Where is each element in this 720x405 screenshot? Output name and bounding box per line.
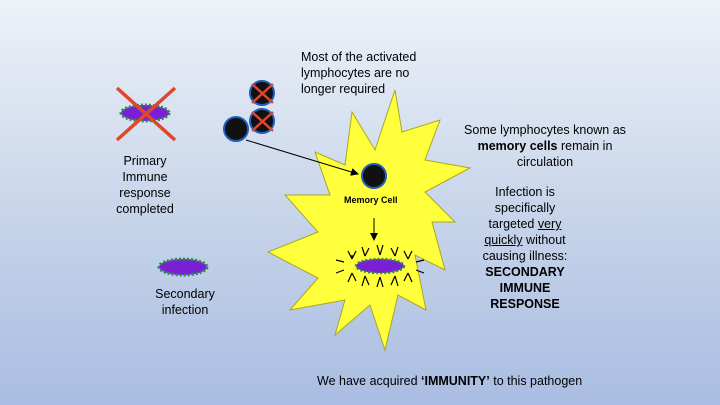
- infection-line: Infection is: [495, 185, 555, 199]
- secondary-response-heading: SECONDARY IMMUNE RESPONSE: [460, 264, 590, 312]
- primary-line: completed: [116, 202, 174, 216]
- antibody-cluster-icon: [335, 244, 425, 288]
- infection-line: targeted very: [460, 216, 590, 232]
- infection-line: causing illness:: [482, 249, 568, 263]
- quickly-underlined: quickly: [484, 233, 523, 247]
- lymphocyte-icon: [223, 116, 249, 142]
- memory-line-rest: remain in: [557, 139, 613, 153]
- immunity-bold: ‘IMMUNITY’: [421, 374, 490, 388]
- arrow-to-memory-cell: [245, 139, 359, 176]
- top-note-line: lymphocytes are no: [301, 66, 410, 80]
- infection-text: without: [522, 233, 566, 247]
- secondary-infection-label: Secondary infection: [145, 286, 225, 318]
- lymphocyte-crossed-icon: [249, 108, 275, 134]
- lymphocyte-crossed-icon: [249, 80, 275, 106]
- heading-line: SECONDARY: [485, 265, 565, 279]
- cross-mark-icon: [115, 86, 177, 142]
- memory-line: memory cells remain in: [445, 138, 645, 154]
- very-underlined: very: [537, 217, 562, 231]
- infection-note: Infection is specifically targeted very …: [460, 184, 590, 312]
- immunity-statement: We have acquired ‘IMMUNITY’ to this path…: [317, 373, 582, 389]
- explosion-burst-shape: [266, 89, 472, 352]
- immunity-post: to this pathogen: [489, 374, 583, 388]
- heading-line: RESPONSE: [490, 297, 560, 311]
- primary-line: Immune: [122, 170, 168, 184]
- memory-cells-bold: memory cells: [477, 139, 558, 153]
- immunity-pre: We have acquired: [317, 374, 421, 388]
- top-note-line: Most of the activated: [301, 50, 417, 64]
- top-note-line: longer required: [301, 82, 386, 96]
- secondary-line: infection: [161, 303, 209, 317]
- infection-line: quickly without: [460, 232, 590, 248]
- memory-cell-icon: [361, 163, 387, 189]
- secondary-line: Secondary: [155, 287, 215, 301]
- primary-line: Primary: [123, 154, 167, 168]
- infection-line: specifically: [494, 201, 556, 215]
- heading-line: IMMUNE: [499, 281, 551, 295]
- memory-line: Some lymphocytes known as: [464, 123, 626, 137]
- secondary-pathogen-icon: [157, 257, 209, 277]
- primary-response-label: Primary Immune response completed: [105, 153, 185, 217]
- top-note: Most of the activated lymphocytes are no…: [301, 49, 416, 97]
- infection-text: targeted: [488, 217, 538, 231]
- memory-line: circulation: [516, 155, 574, 169]
- memory-cell-tag: Memory Cell: [344, 195, 398, 205]
- primary-line: response: [119, 186, 171, 200]
- memory-cells-note: Some lymphocytes known as memory cells r…: [445, 122, 645, 170]
